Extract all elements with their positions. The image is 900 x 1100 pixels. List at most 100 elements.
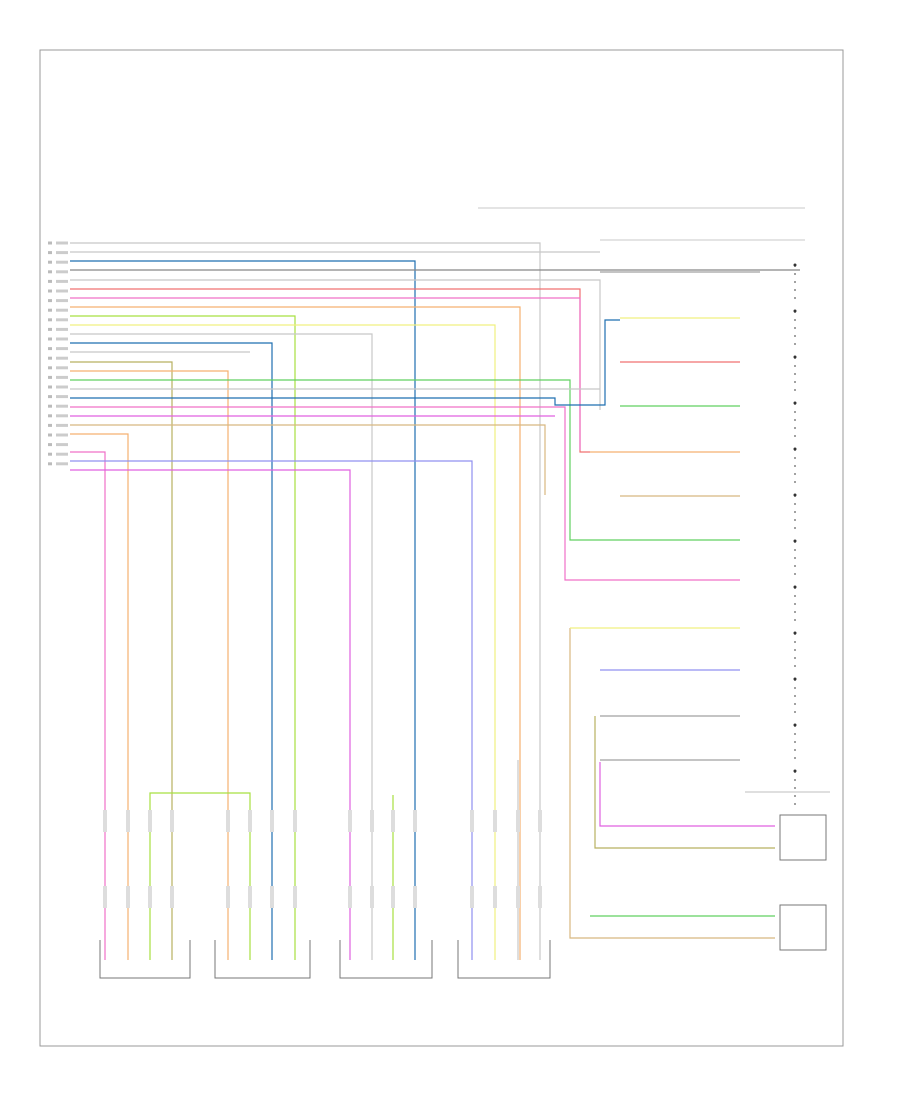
bus-pin-label (56, 462, 68, 466)
bus-pin-label (56, 404, 68, 408)
wire-layer (70, 207, 805, 960)
wire (70, 324, 496, 960)
switch-terminal (793, 769, 797, 773)
upper-pin-tile (493, 810, 497, 832)
switch-terminal (793, 309, 797, 313)
bus-pin-label (56, 347, 68, 351)
wire (70, 460, 473, 960)
bus-pin-label (56, 452, 68, 456)
component-layer (99, 263, 830, 979)
bus-pin-label (56, 327, 68, 331)
bus-pin-marker (48, 462, 52, 466)
bus-pin-marker (48, 366, 52, 370)
bus-pin-label (56, 414, 68, 418)
bus-pin-label (56, 279, 68, 283)
lower-pin-tile (391, 886, 395, 908)
lower-pin-tile (413, 886, 417, 908)
bus-pin-label (56, 241, 68, 245)
switch-terminal (793, 631, 797, 635)
bus-pin-marker (48, 347, 52, 351)
bus-pin-marker (48, 356, 52, 360)
wire (70, 315, 296, 960)
bus-pin-marker (48, 318, 52, 322)
wire (70, 319, 620, 406)
upper-pin-tile (293, 810, 297, 832)
bus-pin-marker (48, 279, 52, 283)
bus-pin-label (56, 289, 68, 293)
upper-pin-tile (103, 810, 107, 832)
lower-pin-tile (170, 886, 174, 908)
lower-pin-tile (516, 886, 520, 908)
wire (149, 792, 251, 960)
upper-pin-tile (370, 810, 374, 832)
pin-layer (48, 241, 542, 908)
switch-terminal (793, 263, 797, 267)
bus-pin-marker (48, 452, 52, 456)
switch-terminal (793, 723, 797, 727)
lower-pin-tile (493, 886, 497, 908)
wire (70, 242, 541, 960)
switch-terminal (793, 401, 797, 405)
bus-pin-label (56, 299, 68, 303)
upper-pin-tile (516, 810, 520, 832)
bus-pin-marker (48, 375, 52, 379)
wire (594, 716, 775, 849)
upper-pin-tile (413, 810, 417, 832)
wire (70, 361, 173, 960)
upper-pin-tile (226, 810, 230, 832)
bus-pin-marker (48, 404, 52, 408)
lower-pin-tile (248, 886, 252, 908)
bus-pin-marker (48, 414, 52, 418)
upper-pin-tile (348, 810, 352, 832)
driver-seat-rear-height-motor-connector (457, 940, 551, 979)
lower-pin-tile (103, 886, 107, 908)
wire (569, 628, 775, 939)
upper-pin-tile (270, 810, 274, 832)
bus-pin-label (56, 433, 68, 437)
driver-seat-horizontal-motor-connector (214, 940, 311, 979)
upper-pin-tile (391, 810, 395, 832)
bus-pin-marker (48, 443, 52, 447)
lower-pin-tile (370, 886, 374, 908)
upper-pin-tile (538, 810, 542, 832)
lower-pin-tile (226, 886, 230, 908)
bus-pin-label (56, 443, 68, 447)
bus-pin-label (56, 375, 68, 379)
lower-pin-tile (148, 886, 152, 908)
wire (599, 762, 775, 827)
wire (70, 279, 601, 410)
lower-pin-tile (126, 886, 130, 908)
wire (70, 451, 106, 960)
bus-pin-label (56, 318, 68, 322)
wire (70, 379, 740, 541)
bus-pin-marker (48, 260, 52, 264)
bus-pin-label (56, 308, 68, 312)
upper-pin-tile (148, 810, 152, 832)
upper-pin-tile (470, 810, 474, 832)
diagram-frame (39, 49, 844, 1047)
bus-pin-label (56, 366, 68, 370)
bus-pin-marker (48, 299, 52, 303)
wire (70, 424, 546, 495)
bus-pin-label (56, 356, 68, 360)
driver-seat-front-height-motor-connector (339, 940, 433, 979)
lower-pin-tile (470, 886, 474, 908)
bus-pin-marker (48, 308, 52, 312)
bus-pin-marker (48, 251, 52, 255)
driver-seat-recline-motor-connector (99, 940, 191, 979)
lumbar-motor-lower-box (779, 904, 827, 951)
wire (70, 306, 521, 960)
upper-pin-tile (126, 810, 130, 832)
lower-pin-tile (538, 886, 542, 908)
switch-terminal (793, 355, 797, 359)
bus-pin-marker (48, 337, 52, 341)
lower-pin-tile (293, 886, 297, 908)
bus-pin-marker (48, 395, 52, 399)
bus-pin-marker (48, 241, 52, 245)
wire (70, 333, 373, 960)
switch-terminal (793, 585, 797, 589)
switch-terminal (793, 447, 797, 451)
wire (70, 342, 273, 960)
bus-pin-marker (48, 385, 52, 389)
bus-pin-label (56, 337, 68, 341)
